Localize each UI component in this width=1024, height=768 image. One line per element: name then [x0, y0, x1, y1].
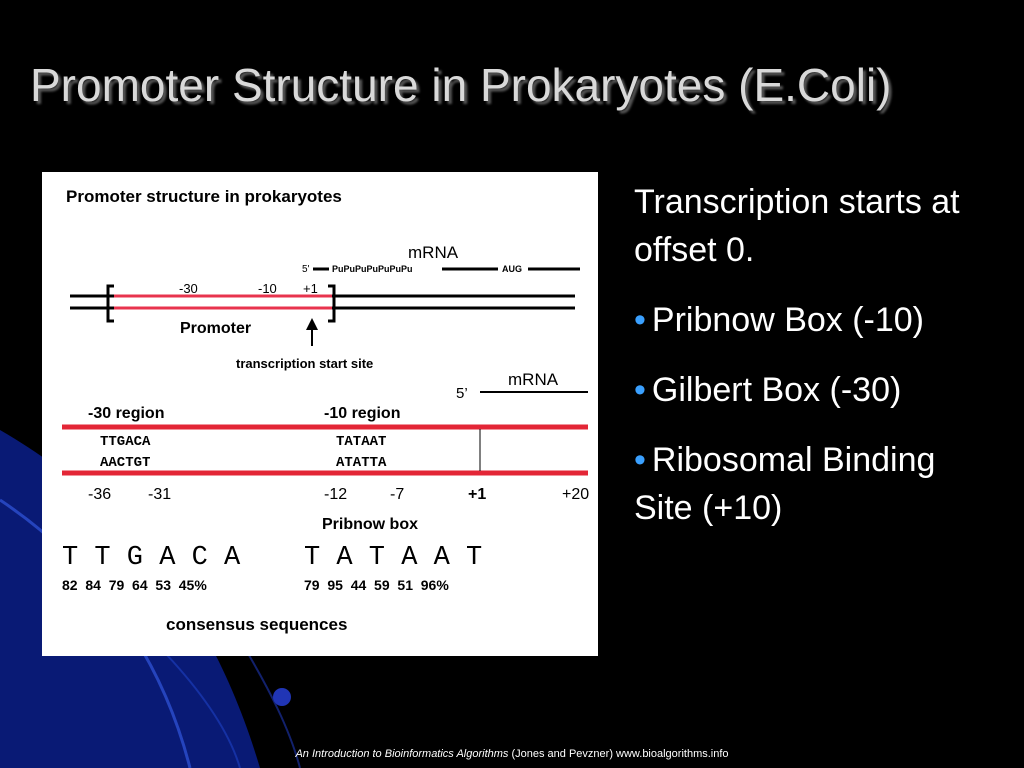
tss-label: transcription start site: [236, 356, 373, 371]
top-pu-sequence: PuPuPuPuPuPuPu: [332, 264, 413, 274]
bullet-list: Transcription starts at offset 0. •Pribn…: [634, 178, 994, 554]
bullet-item-gilbert: •Gilbert Box (-30): [634, 371, 902, 409]
coord-plus1: +1: [468, 486, 486, 503]
top-five-prime: 5': [302, 264, 310, 275]
coord-minus36: -36: [88, 486, 111, 503]
top-mrna-label: mRNA: [408, 243, 459, 262]
coord-minus7: -7: [390, 486, 404, 503]
bullet-item-pribnow: •Pribnow Box (-10): [634, 301, 925, 339]
middle-mrna-label: mRNA: [508, 370, 559, 389]
tss-arrow-head: [306, 318, 318, 330]
promoter-diagram: Promoter structure in prokaryotes mRNA 5…: [42, 172, 598, 656]
consensus-seq-minus35: T T G A C A: [62, 543, 241, 573]
seq-top-minus35: TTGACA: [100, 434, 151, 450]
footer-book-title: An Introduction to Bioinformatics Algori…: [295, 748, 509, 760]
region-minus30-label: -30 region: [88, 405, 164, 422]
seq-top-minus10: TATAAT: [336, 434, 386, 450]
bullet-item-ribosomal: •Ribosomal Binding Site (+10): [634, 441, 936, 527]
right-bracket: [328, 284, 336, 323]
bullet-dot: •: [634, 441, 646, 479]
consensus-label: consensus sequences: [166, 615, 347, 634]
consensus-seq-minus10: T A T A A T: [304, 543, 482, 573]
top-aug: AUG: [502, 264, 522, 274]
pribnow-box-label: Pribnow box: [322, 516, 418, 533]
bullet-dot: •: [634, 301, 646, 339]
consensus-pct-minus35: 82 84 79 64 53 45%: [62, 577, 207, 593]
pos-minus10: -10: [258, 281, 277, 296]
left-bracket: [106, 284, 114, 323]
slide-footer: An Introduction to Bioinformatics Algori…: [0, 748, 1024, 760]
coord-plus20: +20: [562, 486, 589, 503]
bullet-dot: •: [634, 371, 646, 409]
coord-minus31: -31: [148, 486, 171, 503]
figure-heading: Promoter structure in prokaryotes: [66, 187, 342, 206]
consensus-pct-minus10: 79 95 44 59 51 96%: [304, 577, 449, 593]
seq-bottom-minus10: ATATTA: [336, 455, 387, 471]
coord-minus12: -12: [324, 486, 347, 503]
pos-minus30: -30: [179, 281, 198, 296]
slide-title: Promoter Structure in Prokaryotes (E.Col…: [30, 59, 892, 111]
footer-credits: (Jones and Pevzner) www.bioalgorithms.in…: [508, 748, 729, 760]
region-minus10-label: -10 region: [324, 405, 400, 422]
seq-bottom-minus35: AACTGT: [100, 455, 150, 471]
middle-five-prime: 5’: [456, 385, 468, 402]
pos-plus1: +1: [303, 281, 318, 296]
promoter-label: Promoter: [180, 320, 251, 337]
bullet-intro: Transcription starts at offset 0.: [634, 183, 960, 269]
